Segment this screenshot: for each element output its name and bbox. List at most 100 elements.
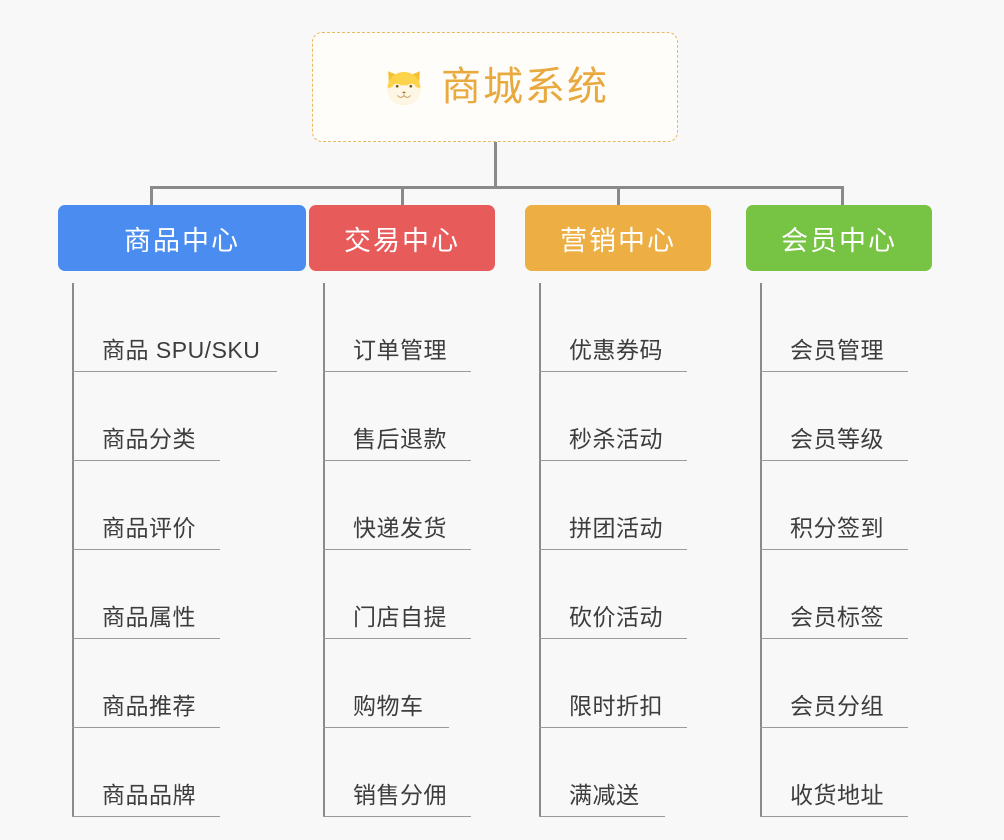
branch-spine-3 — [539, 283, 541, 817]
branch-header-2[interactable]: 交易中心 — [309, 205, 495, 271]
branch-header-label-1: 商品中心 — [124, 225, 240, 256]
connector-drop-1 — [150, 186, 153, 208]
list-item[interactable]: 优惠券码 — [525, 283, 711, 372]
leaf-label: 收货地址 — [790, 782, 884, 808]
leaf-label: 满减送 — [569, 782, 640, 808]
leaf-label: 会员等级 — [790, 426, 884, 452]
list-item[interactable]: 商品属性 — [58, 550, 306, 639]
root-title: 商城系统 — [441, 65, 609, 109]
branch-header-label-4: 会员中心 — [781, 225, 897, 256]
leaf-label: 快递发货 — [353, 515, 447, 541]
leaf-label: 商品品牌 — [102, 782, 196, 808]
list-item[interactable]: 订单管理 — [309, 283, 495, 372]
branch-交易中心: 交易中心 订单管理 售后退款 快递发货 门店自提 购物车 — [309, 205, 495, 817]
list-item[interactable]: 购物车 — [309, 639, 495, 728]
connector-trunk — [494, 142, 497, 188]
leaf-label: 拼团活动 — [569, 515, 663, 541]
leaf-underline — [72, 637, 220, 639]
connector-bus — [150, 186, 844, 189]
list-item[interactable]: 商品品牌 — [58, 728, 306, 817]
list-item[interactable]: 积分签到 — [746, 461, 932, 550]
leaf-underline — [323, 548, 471, 550]
branch-header-3[interactable]: 营销中心 — [525, 205, 711, 271]
leaf-label: 商品分类 — [102, 426, 196, 452]
branch-spine-1 — [72, 283, 74, 817]
list-item[interactable]: 门店自提 — [309, 550, 495, 639]
branch-header-label-3: 营销中心 — [560, 225, 676, 256]
branch-营销中心: 营销中心 优惠券码 秒杀活动 拼团活动 砍价活动 限时折扣 — [525, 205, 711, 817]
leaf-label: 秒杀活动 — [569, 426, 663, 452]
leaf-label: 商品属性 — [102, 604, 196, 630]
list-item[interactable]: 售后退款 — [309, 372, 495, 461]
list-item[interactable]: 会员分组 — [746, 639, 932, 728]
branch-body-1: 商品 SPU/SKU 商品分类 商品评价 商品属性 商品推荐 商品品牌 — [58, 283, 306, 817]
leaf-underline — [760, 637, 908, 639]
leaf-label: 售后退款 — [353, 426, 447, 452]
leaf-label: 商品评价 — [102, 515, 196, 541]
leaf-label: 会员管理 — [790, 337, 884, 363]
leaf-underline — [539, 726, 687, 728]
leaf-underline — [539, 548, 687, 550]
list-item[interactable]: 限时折扣 — [525, 639, 711, 728]
branch-header-1[interactable]: 商品中心 — [58, 205, 306, 271]
leaf-underline — [760, 459, 908, 461]
leaf-underline — [323, 370, 471, 372]
leaf-underline — [72, 370, 277, 372]
list-item[interactable]: 会员等级 — [746, 372, 932, 461]
list-item[interactable]: 会员管理 — [746, 283, 932, 372]
leaf-underline — [72, 726, 220, 728]
leaf-underline — [72, 815, 220, 817]
leaf-label: 门店自提 — [353, 604, 447, 630]
branch-body-3: 优惠券码 秒杀活动 拼团活动 砍价活动 限时折扣 满减送 — [525, 283, 711, 817]
list-item[interactable]: 商品 SPU/SKU — [58, 283, 306, 372]
leaf-label: 销售分佣 — [353, 782, 447, 808]
branch-header-4[interactable]: 会员中心 — [746, 205, 932, 271]
list-item[interactable]: 会员标签 — [746, 550, 932, 639]
leaf-label: 限时折扣 — [569, 693, 663, 719]
branch-header-label-2: 交易中心 — [344, 225, 460, 256]
connector-drop-2 — [401, 186, 404, 208]
branch-body-4: 会员管理 会员等级 积分签到 会员标签 会员分组 收货地址 — [746, 283, 932, 817]
root-node[interactable]: 商城系统 — [312, 32, 678, 142]
list-item[interactable]: 销售分佣 — [309, 728, 495, 817]
branch-spine-4 — [760, 283, 762, 817]
leaf-underline — [539, 637, 687, 639]
leaf-underline — [323, 637, 471, 639]
leaf-label: 优惠券码 — [569, 337, 663, 363]
list-item[interactable]: 商品推荐 — [58, 639, 306, 728]
leaf-underline — [760, 726, 908, 728]
branch-会员中心: 会员中心 会员管理 会员等级 积分签到 会员标签 会员分组 — [746, 205, 932, 817]
leaf-label: 会员分组 — [790, 693, 884, 719]
shiba-dog-icon — [381, 64, 427, 110]
list-item[interactable]: 秒杀活动 — [525, 372, 711, 461]
leaf-label: 积分签到 — [790, 515, 884, 541]
leaf-label: 会员标签 — [790, 604, 884, 630]
leaf-underline — [72, 548, 220, 550]
list-item[interactable]: 快递发货 — [309, 461, 495, 550]
list-item[interactable]: 收货地址 — [746, 728, 932, 817]
list-item[interactable]: 商品评价 — [58, 461, 306, 550]
branch-spine-2 — [323, 283, 325, 817]
leaf-underline — [760, 815, 908, 817]
list-item[interactable]: 砍价活动 — [525, 550, 711, 639]
connector-drop-3 — [617, 186, 620, 208]
leaf-underline — [539, 370, 687, 372]
leaf-label: 订单管理 — [353, 337, 447, 363]
leaf-underline — [539, 815, 665, 817]
leaf-underline — [539, 459, 687, 461]
leaf-label: 商品 SPU/SKU — [102, 337, 261, 363]
leaf-underline — [323, 459, 471, 461]
list-item[interactable]: 商品分类 — [58, 372, 306, 461]
leaf-label: 购物车 — [353, 693, 424, 719]
list-item[interactable]: 拼团活动 — [525, 461, 711, 550]
leaf-underline — [760, 548, 908, 550]
leaf-underline — [760, 370, 908, 372]
leaf-underline — [72, 459, 220, 461]
leaf-underline — [323, 726, 449, 728]
leaf-label: 商品推荐 — [102, 693, 196, 719]
connector-drop-4 — [841, 186, 844, 208]
branch-body-2: 订单管理 售后退款 快递发货 门店自提 购物车 销售分佣 — [309, 283, 495, 817]
list-item[interactable]: 满减送 — [525, 728, 711, 817]
leaf-underline — [323, 815, 471, 817]
